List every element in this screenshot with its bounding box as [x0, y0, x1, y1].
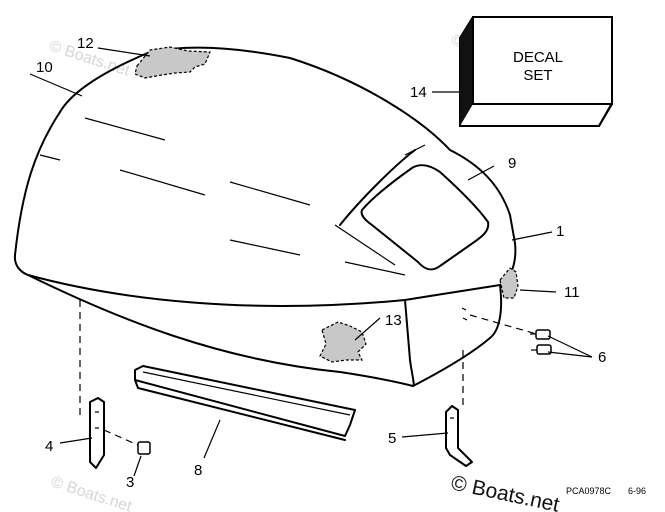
- nut-3: [137, 441, 151, 455]
- callout-6: 6: [598, 349, 606, 366]
- callout-9: 9: [508, 155, 516, 172]
- screw-6-upper: [530, 329, 551, 340]
- watermark-bottom-left: © Boats.net: [49, 474, 135, 512]
- leader-lines: [29, 47, 593, 477]
- screw-6-lower: [531, 344, 552, 355]
- decal-patch-11: [499, 267, 519, 299]
- motor-cover: [13, 46, 517, 387]
- callout-11: 11: [564, 284, 580, 301]
- callout-13: 13: [385, 312, 402, 329]
- screw-holes: [461, 307, 468, 321]
- callout-8: 8: [194, 462, 202, 479]
- part-code: PCA0978C: [566, 486, 612, 496]
- callout-10: 10: [36, 59, 53, 76]
- date-code: 6-96: [628, 486, 646, 496]
- decal-patch-12: [134, 46, 211, 79]
- bracket-5: [445, 405, 473, 467]
- callout-12: 12: [77, 35, 94, 52]
- decal-label-line2: SET: [523, 67, 552, 84]
- decal-set-box: DECAL SET: [459, 16, 613, 127]
- callout-3: 3: [126, 474, 134, 491]
- callout-5: 5: [388, 430, 396, 447]
- watermark-bottom-right: © Boats.net: [449, 471, 562, 512]
- bracket-4-dashed-leader: [103, 429, 141, 447]
- decal-patch-13: [319, 321, 367, 363]
- bracket-4: [89, 397, 105, 469]
- callout-4: 4: [45, 438, 53, 455]
- decal-label-line1: DECAL: [513, 49, 563, 66]
- trim-strip-8: [134, 365, 356, 441]
- callout-14: 14: [410, 84, 427, 101]
- screw-dashed-leader: [469, 314, 541, 336]
- callout-1: 1: [556, 223, 564, 240]
